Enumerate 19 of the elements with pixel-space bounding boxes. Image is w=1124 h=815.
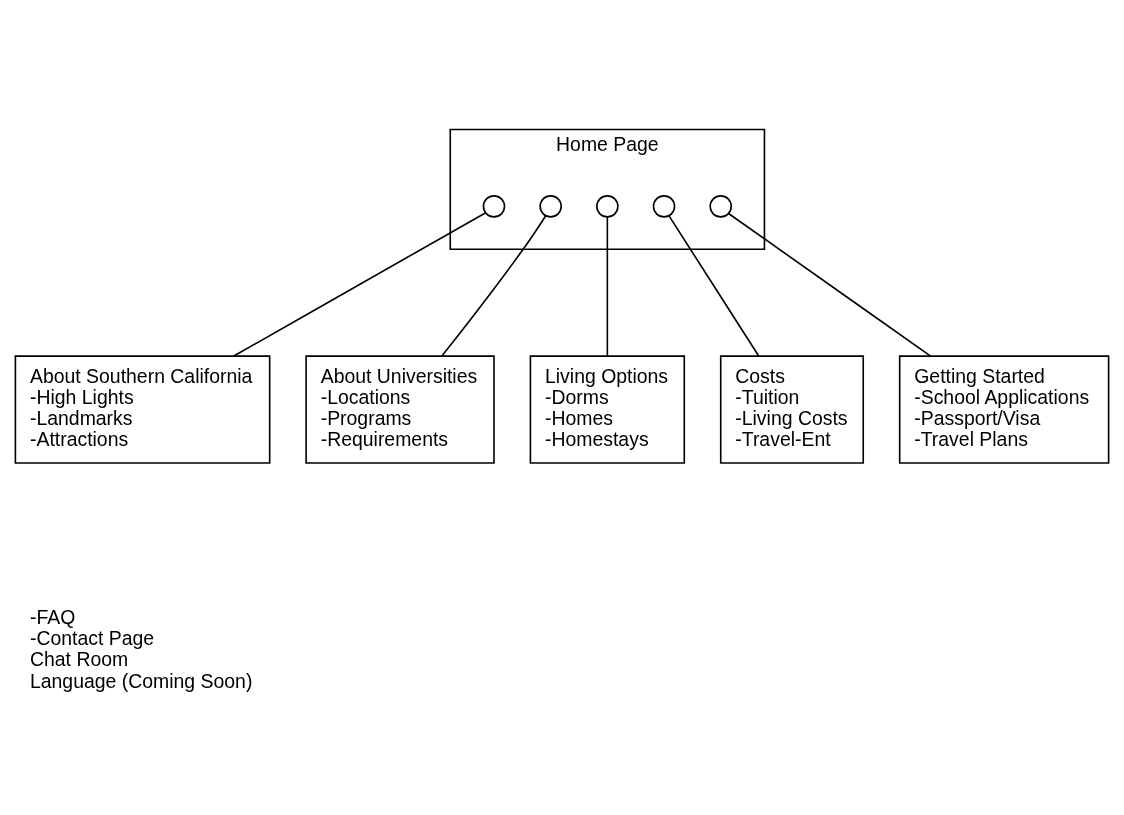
connector: [441, 214, 547, 357]
node-box: About Universities -Locations -Programs -Requirements: [305, 354, 495, 464]
node-box: Living Options -Dorms -Homes -Homestays: [529, 354, 686, 464]
node-circle: [539, 194, 562, 218]
cluster: Home Page: [449, 128, 766, 250]
label: -FAQ: [29, 605, 76, 628]
label: Chat Room: [29, 647, 129, 670]
node-circle: [652, 194, 676, 218]
connector: [606, 215, 609, 357]
node-circle: [596, 194, 619, 218]
node-circle: [709, 194, 733, 218]
node-box: Costs -Tuition -Living Costs -Travel-Ent: [719, 354, 865, 464]
connector: [728, 212, 932, 357]
connector: [233, 211, 487, 357]
node-box: About Southern California -High Lights -Landmarks -Attractions: [14, 354, 271, 464]
node-box: Getting Started -School Applications -Passport/Visa -Travel Plans: [898, 354, 1110, 464]
connector: [668, 214, 760, 357]
label: Language (Coming Soon): [29, 669, 253, 692]
node-circle: [482, 194, 506, 218]
